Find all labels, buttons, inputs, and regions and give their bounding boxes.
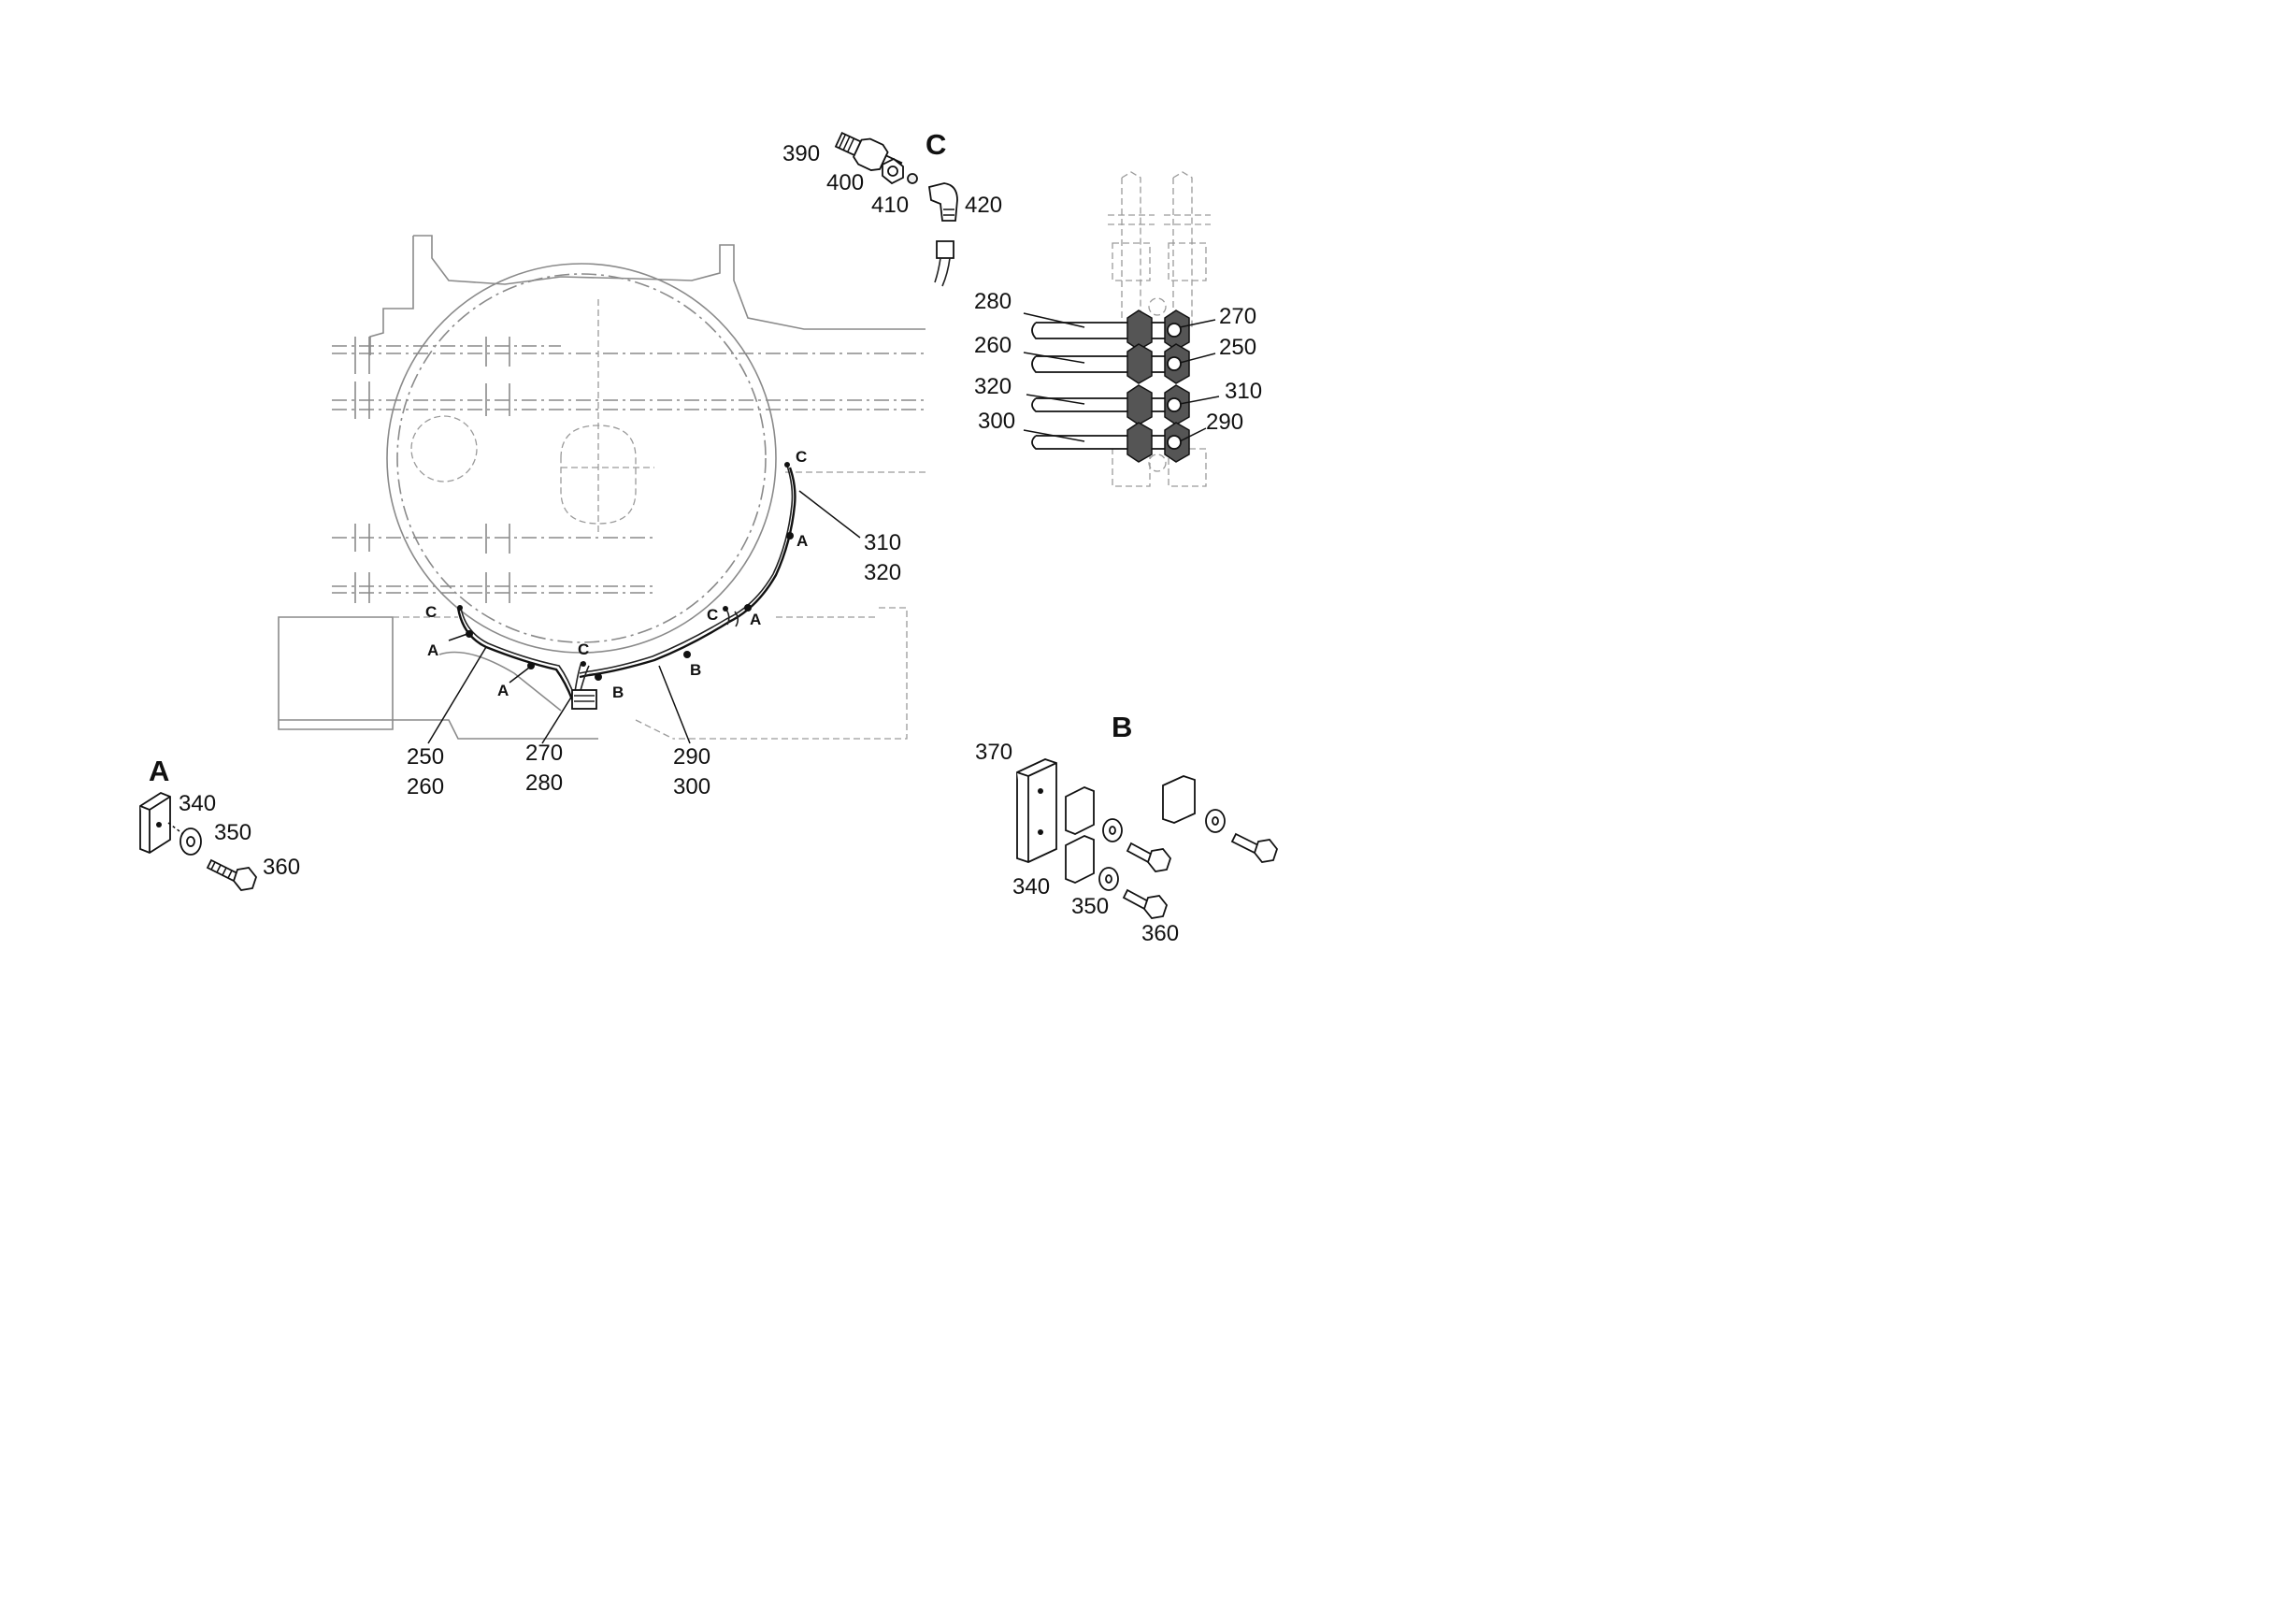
valve-row-3 — [1031, 384, 1190, 425]
callout-420: 420 — [965, 193, 1002, 218]
leader-lines — [427, 312, 1220, 744]
callout-340-a: 340 — [179, 791, 216, 816]
housing-outline — [278, 235, 926, 740]
callout-340-b: 340 — [1012, 874, 1050, 900]
clamp-dot — [786, 532, 794, 540]
marker-a-right-1: A — [796, 532, 808, 550]
callout-280-main: 280 — [525, 770, 563, 796]
callout-320-right: 320 — [974, 374, 1012, 399]
detail-c-fittings — [834, 131, 958, 287]
marker-a-right-2: A — [750, 611, 761, 628]
clamp-dot — [683, 651, 691, 658]
detail-a-heading: A — [149, 755, 169, 787]
valve-block — [1031, 171, 1211, 487]
callout-300-main: 300 — [673, 774, 710, 799]
callout-labels: 390 400 410 420 280 270 260 250 320 310 … — [179, 141, 1262, 946]
valve-row-1 — [1031, 309, 1190, 351]
callout-410: 410 — [871, 193, 909, 218]
marker-c-top-right: C — [796, 448, 807, 466]
callout-290-right: 290 — [1206, 410, 1243, 435]
detail-a-clamp-set — [139, 791, 258, 891]
parts-diagram: 390 400 410 420 280 270 260 250 320 310 … — [139, 128, 1279, 946]
callout-350-a: 350 — [214, 820, 251, 845]
marker-a-left-2: A — [497, 682, 509, 699]
detail-headings: A B C — [149, 128, 1132, 787]
callout-360-a: 360 — [263, 855, 300, 880]
callout-290-main: 290 — [673, 744, 710, 770]
valve-row-4 — [1031, 422, 1190, 463]
callout-370-b: 370 — [975, 740, 1012, 765]
detail-b-heading: B — [1112, 711, 1132, 743]
detail-c-heading: C — [926, 128, 946, 161]
callout-250-right: 250 — [1219, 335, 1256, 360]
callout-400: 400 — [826, 170, 864, 195]
callout-270-main: 270 — [525, 741, 563, 766]
clamp-dot — [595, 673, 602, 681]
marker-b-right: B — [690, 661, 701, 679]
callout-310-right: 310 — [1225, 379, 1262, 404]
clamp-dot — [466, 630, 473, 638]
detail-b-bracket-set — [1016, 758, 1279, 919]
callout-350-b: 350 — [1071, 894, 1109, 919]
callout-390: 390 — [782, 141, 820, 166]
callout-310-main: 310 — [864, 530, 901, 555]
marker-a-left-1: A — [427, 641, 438, 659]
marker-b-center: B — [612, 684, 624, 701]
callout-320-main: 320 — [864, 560, 901, 585]
callout-300-right: 300 — [978, 409, 1015, 434]
clamp-dot — [744, 604, 752, 612]
callout-280-right: 280 — [974, 289, 1012, 314]
callout-360-b: 360 — [1141, 921, 1179, 946]
valve-row-2 — [1031, 343, 1190, 384]
callout-270-right: 270 — [1219, 304, 1256, 329]
marker-c-right-low: C — [707, 606, 718, 624]
point-markers: C A C A B C A A C B — [425, 448, 808, 701]
callout-260-right: 260 — [974, 333, 1012, 358]
callout-250-main: 250 — [407, 744, 444, 770]
callout-260-main: 260 — [407, 774, 444, 799]
marker-c-left: C — [425, 603, 437, 621]
pipe-route — [456, 462, 796, 710]
marker-c-center: C — [578, 640, 589, 658]
